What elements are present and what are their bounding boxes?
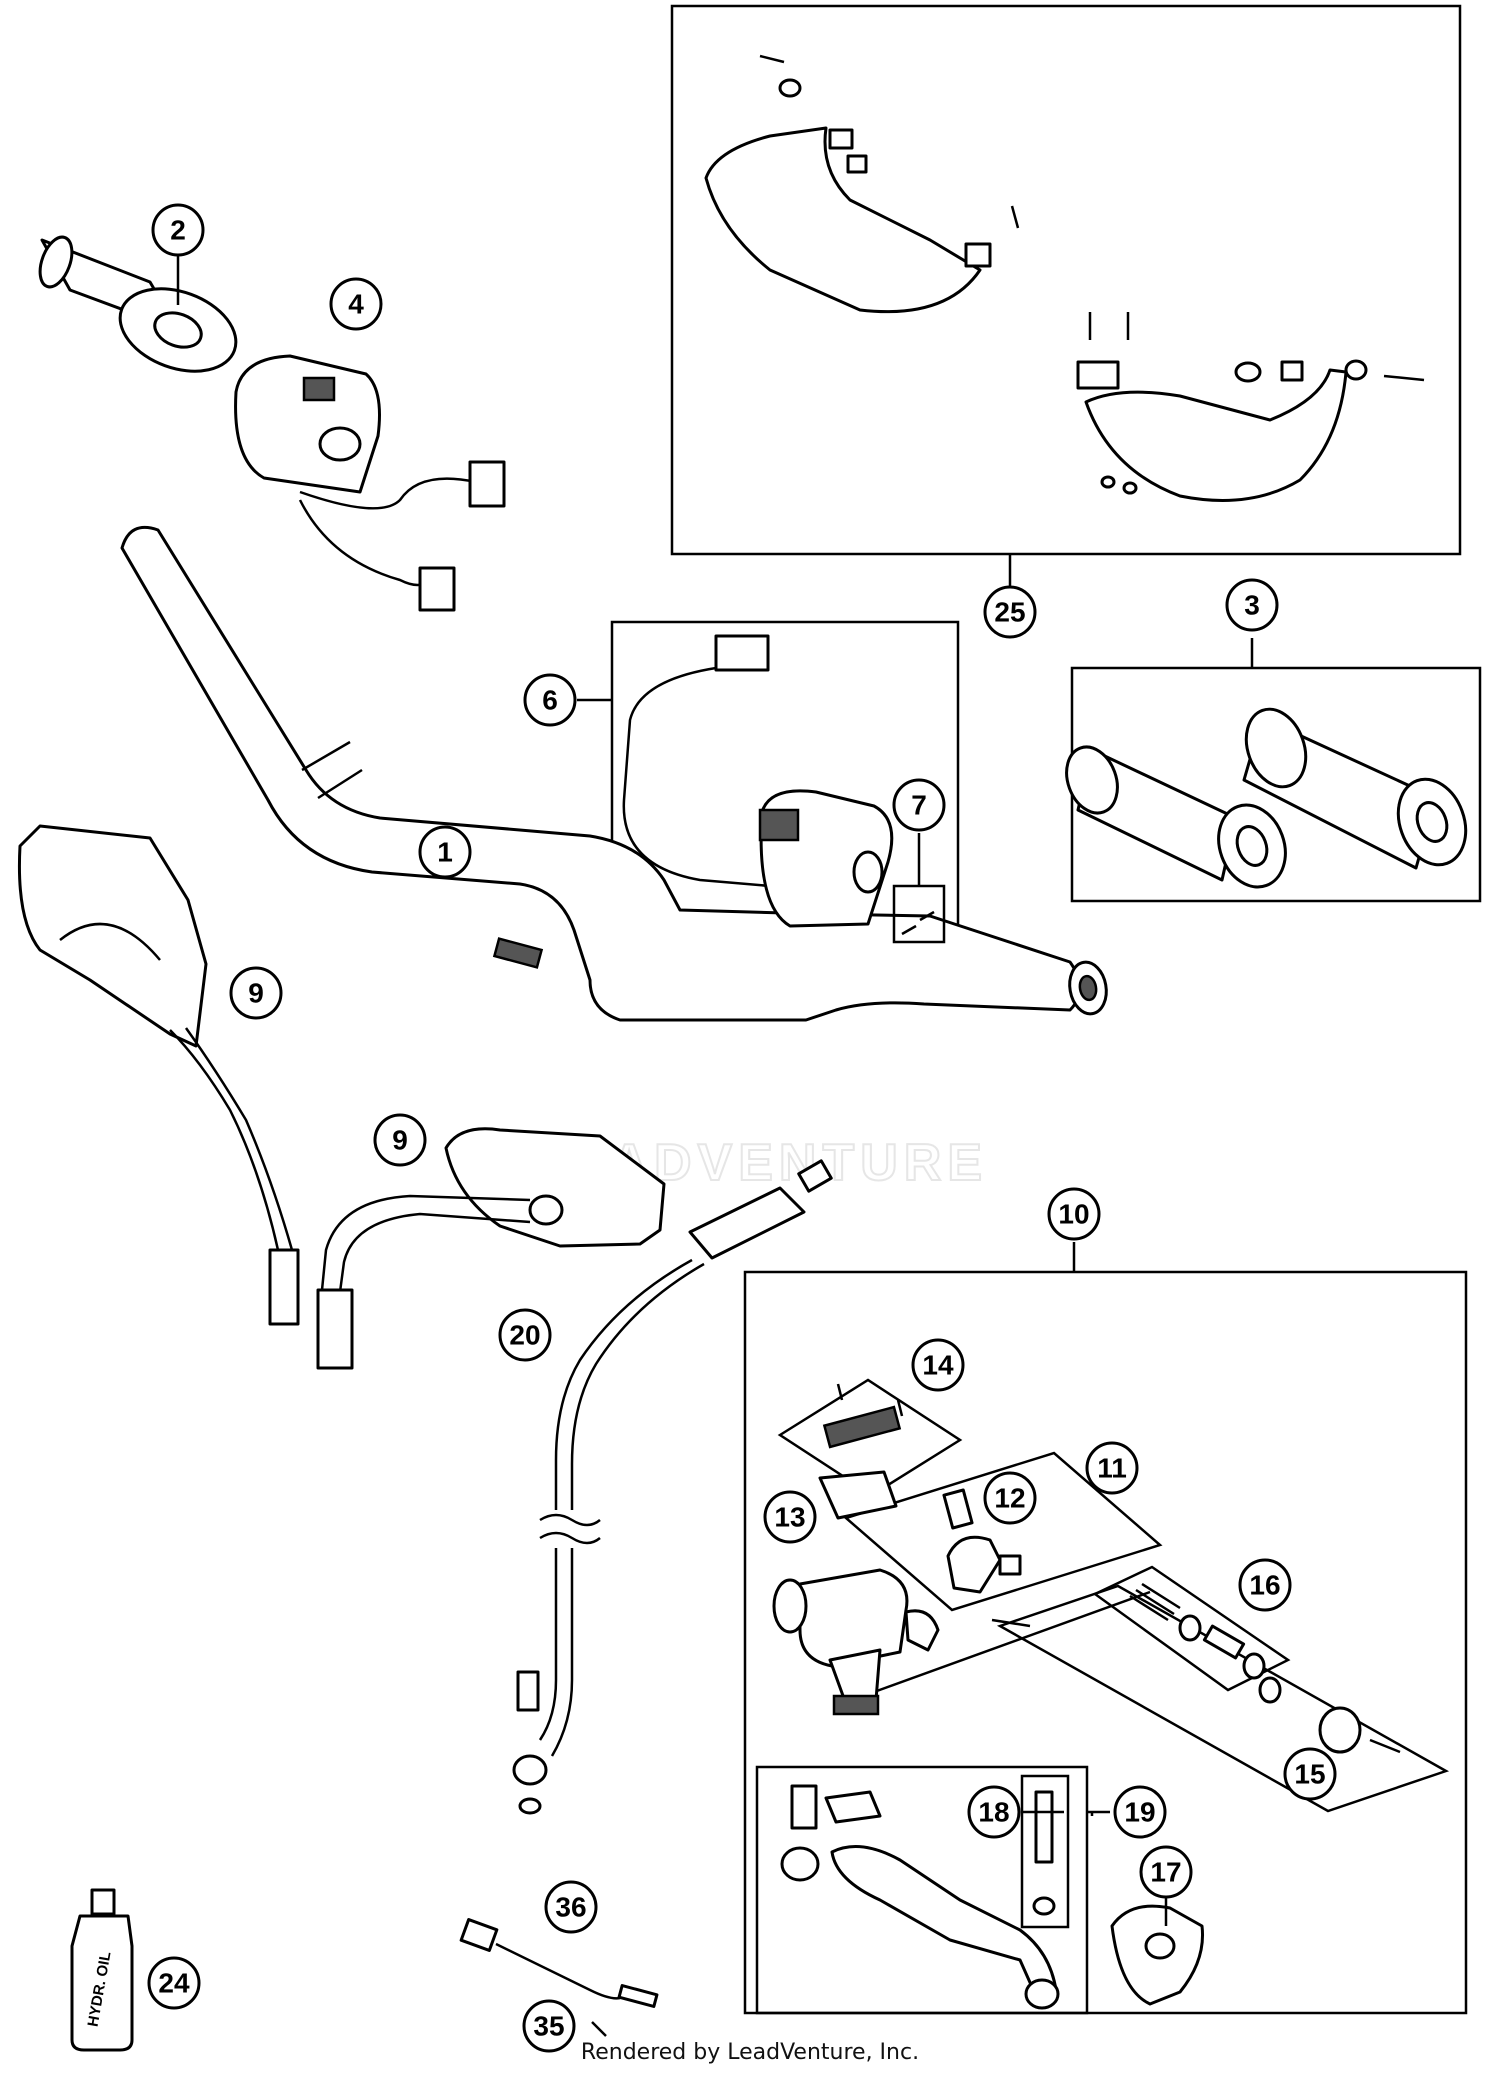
callout-9-right: 9 bbox=[373, 1113, 427, 1167]
callout-16: 16 bbox=[1238, 1558, 1292, 1612]
brake-hose bbox=[512, 1159, 833, 1815]
callout-14: 14 bbox=[911, 1338, 965, 1392]
callout-13-label: 13 bbox=[774, 1502, 805, 1533]
callout-2-label: 2 bbox=[170, 215, 186, 246]
callout-16-label: 16 bbox=[1249, 1570, 1280, 1601]
callout-7: 7 bbox=[892, 778, 946, 832]
callout-35: 35 bbox=[522, 1999, 576, 2053]
callout-10: 10 bbox=[1047, 1187, 1101, 1241]
switch-right bbox=[622, 634, 894, 928]
throttle-housing bbox=[234, 354, 506, 612]
callout-35-label: 35 bbox=[533, 2011, 564, 2042]
mirror-left bbox=[17, 824, 300, 1326]
adjuster bbox=[1110, 1904, 1205, 2006]
mirror-right bbox=[316, 1127, 666, 1370]
lever-pin bbox=[1032, 1790, 1056, 1916]
clamp-assembly bbox=[942, 1488, 1031, 1628]
brake-light-switch bbox=[459, 1918, 659, 2037]
brake-lever bbox=[780, 1784, 1060, 2010]
leader-lines bbox=[176, 255, 1254, 1926]
callout-17-label: 17 bbox=[1150, 1857, 1181, 1888]
callout-20: 20 bbox=[498, 1308, 552, 1362]
handguard-kit-box bbox=[670, 4, 1462, 556]
callout-2: 2 bbox=[151, 203, 205, 257]
piston-box bbox=[1092, 1565, 1291, 1692]
piston-kit bbox=[1129, 1582, 1282, 1704]
callout-7-label: 7 bbox=[911, 790, 927, 821]
callout-1: 1 bbox=[418, 825, 472, 879]
callout-17: 17 bbox=[1139, 1845, 1193, 1899]
lever-pin-box bbox=[1020, 1774, 1070, 1929]
callout-18-label: 18 bbox=[978, 1797, 1009, 1828]
callout-10-label: 10 bbox=[1058, 1199, 1089, 1230]
diaphragm bbox=[818, 1470, 898, 1520]
callout-11: 11 bbox=[1085, 1441, 1139, 1495]
brake-master-cylinder bbox=[772, 1568, 940, 1716]
hydraulic-oil-bottle: HYDR. OIL bbox=[70, 1888, 134, 2052]
callout-18: 18 bbox=[967, 1785, 1021, 1839]
handguard-kit bbox=[704, 54, 1425, 502]
callout-4-label: 4 bbox=[348, 289, 364, 320]
grip-left bbox=[38, 235, 238, 373]
callout-24-label: 24 bbox=[158, 1968, 190, 1999]
callout-36: 36 bbox=[544, 1880, 598, 1934]
grips-pair bbox=[1065, 707, 1468, 889]
callout-20-label: 20 bbox=[509, 1320, 540, 1351]
credit-text: Rendered by LeadVenture, Inc. bbox=[580, 2040, 920, 2065]
callout-9-right-label: 9 bbox=[392, 1125, 408, 1156]
callout-9-left: 9 bbox=[229, 966, 283, 1020]
callout-3-label: 3 bbox=[1244, 590, 1260, 621]
handlebar bbox=[120, 525, 1108, 1022]
clamp-box bbox=[843, 1451, 1163, 1612]
kit-box-15 bbox=[996, 1584, 1450, 1813]
callout-6-label: 6 bbox=[542, 685, 558, 716]
callout-19: 19 bbox=[1113, 1785, 1167, 1839]
brake-master-cylinder-box bbox=[743, 1270, 1468, 2015]
callout-11-label: 11 bbox=[1097, 1453, 1127, 1484]
boot-pushrod bbox=[1318, 1706, 1401, 1754]
callout-4: 4 bbox=[329, 277, 383, 331]
callout-19-label: 19 bbox=[1124, 1797, 1155, 1828]
callout-14-label: 14 bbox=[922, 1350, 954, 1381]
callout-13: 13 bbox=[763, 1490, 817, 1544]
callout-25-label: 25 bbox=[994, 597, 1025, 628]
callout-9-left-label: 9 bbox=[248, 978, 264, 1009]
callout-1-label: 1 bbox=[437, 837, 453, 868]
master-kit-line bbox=[873, 1590, 1151, 1694]
brake-lever-box bbox=[755, 1765, 1089, 2015]
callout-12-label: 12 bbox=[994, 1483, 1025, 1514]
callout-15-label: 15 bbox=[1294, 1759, 1325, 1790]
callout-15: 15 bbox=[1283, 1747, 1337, 1801]
callout-25: 25 bbox=[983, 585, 1037, 639]
callout-36-label: 36 bbox=[555, 1892, 586, 1923]
reservoir-cover bbox=[822, 1383, 904, 1449]
callout-12: 12 bbox=[983, 1471, 1037, 1525]
callout-24: 24 bbox=[147, 1956, 201, 2010]
callout-3: 3 bbox=[1225, 578, 1279, 632]
callout-6: 6 bbox=[523, 673, 577, 727]
